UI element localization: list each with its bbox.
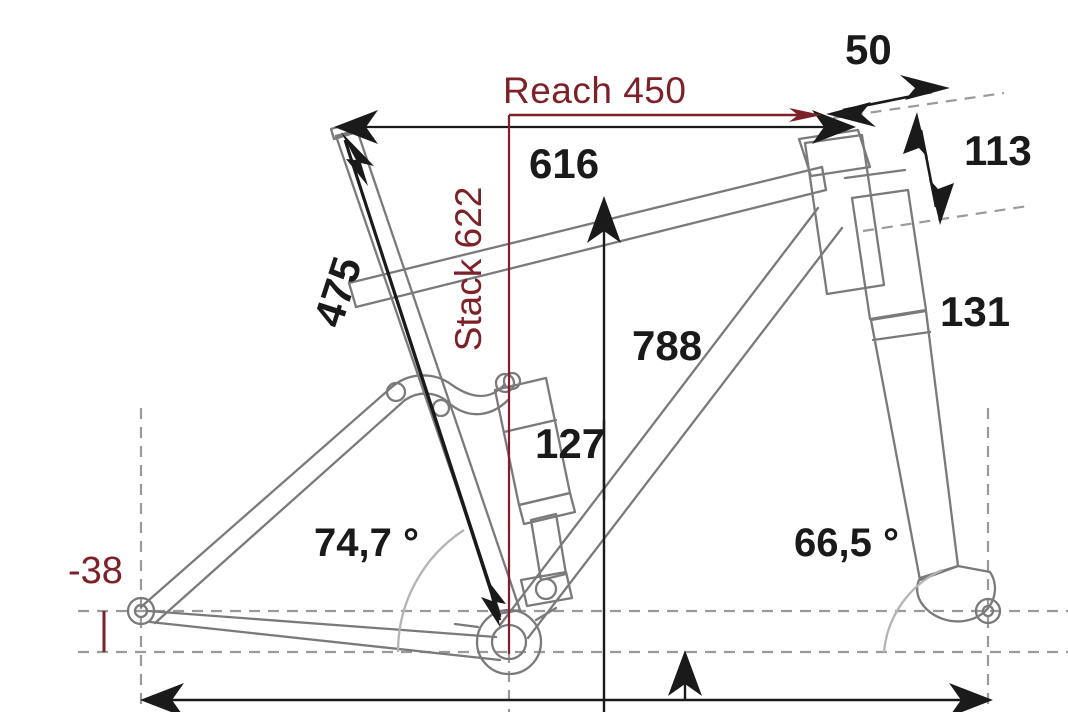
label-seat-tube-angle: 74,7 °	[314, 521, 419, 565]
dim-113	[903, 112, 954, 225]
dim-616	[334, 110, 856, 144]
head-angle-arc	[882, 568, 943, 653]
label-50: 50	[845, 26, 892, 73]
dim-475	[341, 132, 502, 621]
label-616: 616	[529, 140, 600, 187]
label-127: 127	[535, 420, 606, 467]
label-head-tube-angle: 66,5 °	[794, 521, 899, 565]
label-stack: Stack 622	[448, 186, 489, 352]
label-113: 113	[964, 127, 1032, 174]
frame-outline	[126, 119, 1002, 676]
label-reach: Reach 450	[503, 70, 687, 111]
dim-wheelbase	[140, 650, 993, 712]
label-minus-38: -38	[68, 550, 123, 592]
label-788: 788	[632, 322, 703, 369]
angle-arcs	[396, 529, 943, 653]
dim-50	[826, 75, 950, 127]
label-131: 131	[940, 288, 1011, 335]
seat-angle-arc	[396, 529, 465, 653]
dim-reach	[507, 108, 822, 654]
